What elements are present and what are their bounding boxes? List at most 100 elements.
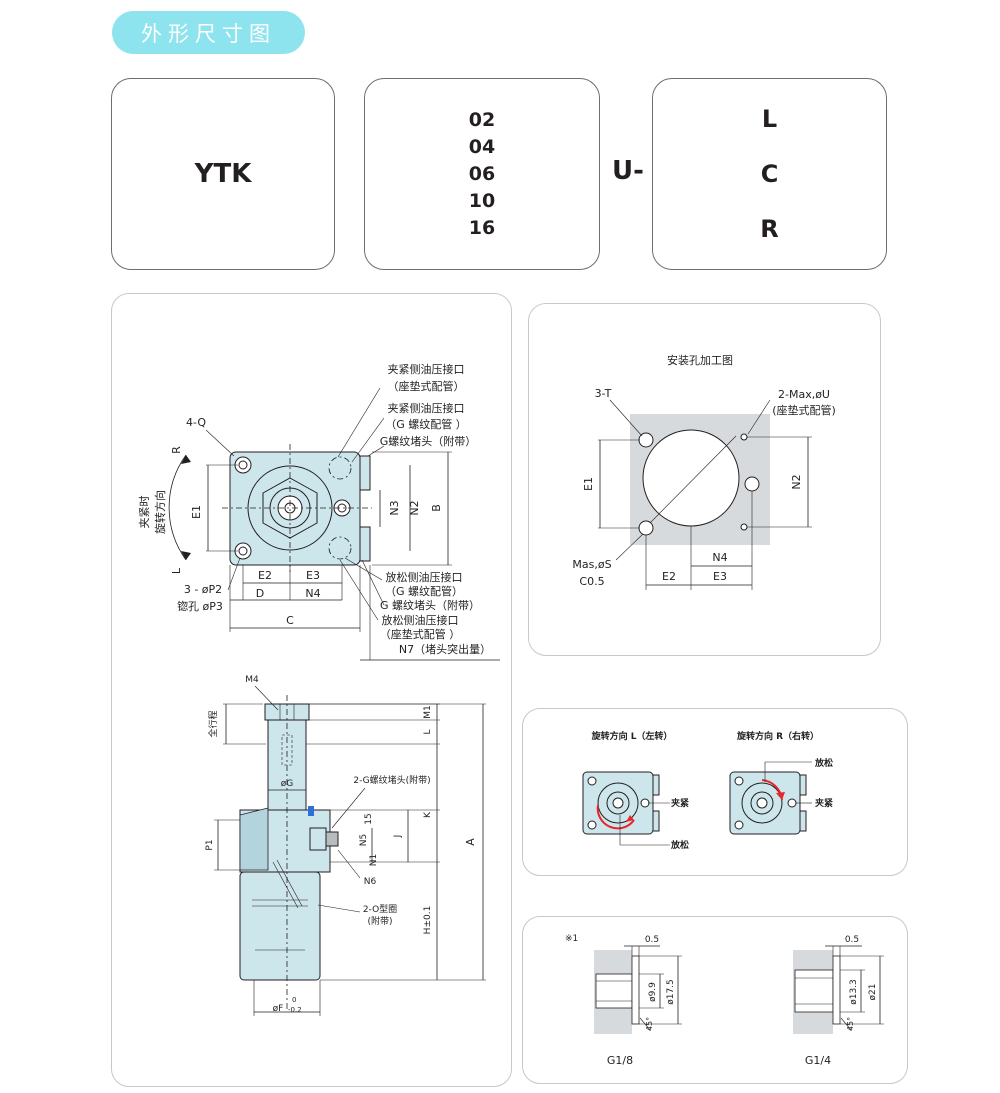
rotation-left-clamp: 夹紧	[671, 797, 689, 809]
dim-n2: N2	[408, 500, 421, 515]
pad-port	[740, 433, 748, 441]
mh-dim-e2: E2	[662, 570, 676, 583]
g14-d2: ø21	[868, 984, 878, 1001]
dim-f-tol-upper: 0	[292, 996, 296, 1004]
blue-port-plug	[308, 806, 314, 816]
label-clamp-port-thread: 夹紧侧油压接口	[388, 401, 465, 415]
dim-h: H±0.1	[423, 906, 433, 935]
dim-full-stroke: 全行程	[207, 710, 219, 737]
dim-n7: N7（堵头突出量）	[399, 642, 491, 656]
mount-tap	[638, 520, 654, 536]
option-code: C	[760, 159, 779, 188]
g18-d2: ø17.5	[666, 979, 676, 1005]
port-boss	[359, 455, 371, 491]
dim-e1: E1	[190, 505, 203, 519]
port-note: ※1	[565, 934, 578, 944]
option-code: R	[760, 214, 779, 243]
rotation-left-release: 放松	[670, 839, 689, 851]
dim-j: J	[393, 835, 403, 839]
dim-n5: N5	[359, 834, 369, 846]
label-g-plug: G螺纹堵头（附带）	[380, 434, 477, 448]
dim-n3: N3	[388, 500, 401, 515]
mh-label-u: 2-Max,øU	[778, 388, 830, 401]
label-p2: 3 - øP2	[184, 583, 222, 596]
size-code: 04	[468, 135, 496, 158]
section-title: 外形尺寸图	[112, 11, 305, 54]
g18-gap: 0.5	[645, 935, 659, 945]
side-plug	[325, 831, 339, 847]
label-l: L	[170, 567, 183, 574]
rotation-right-title: 旋转方向 R（右转）	[736, 730, 819, 742]
g14-angle: 45°	[846, 1017, 855, 1031]
bore-circle	[642, 429, 740, 527]
rotation-left-diagram	[582, 771, 670, 846]
side-port	[309, 827, 327, 851]
label-release-port-thread-sub: （G 螺纹配管）	[385, 584, 463, 598]
label-rotation-2: 旋转方向	[153, 490, 167, 534]
g14-name: G1/4	[805, 1054, 831, 1067]
mh-dim-n2: N2	[790, 474, 803, 489]
size-code: 10	[468, 189, 496, 212]
label-rotation-1: 夹紧时	[138, 496, 151, 529]
rotation-arc	[168, 454, 187, 561]
g18-name: G1/8	[607, 1054, 633, 1067]
dim-f: øF	[273, 1004, 284, 1014]
port-boss	[359, 526, 371, 562]
option-box: L C R	[652, 78, 887, 270]
series-box: YTK	[111, 78, 335, 270]
label-m4: M4	[245, 675, 259, 685]
option-code: L	[761, 104, 778, 133]
rotation-right-release: 放松	[814, 757, 833, 769]
label-n6: N6	[364, 877, 377, 887]
label-release-port-pad-sub: （座垫式配管 ）	[380, 627, 461, 641]
label-o-ring: 2-O型圈	[363, 904, 397, 915]
port-detail-panel	[522, 916, 908, 1084]
mh-dim-n4: N4	[712, 551, 727, 564]
mh-dim-e1: E1	[582, 477, 595, 491]
series-code: YTK	[194, 159, 252, 189]
dim-n4: N4	[305, 587, 320, 600]
port-hidden	[328, 536, 352, 560]
code-separator: U-	[612, 156, 644, 186]
label-g-plug-2: G 螺纹堵头（附带）	[380, 598, 480, 612]
dim-e3: E3	[306, 569, 320, 582]
size-code: 02	[468, 108, 496, 131]
rotation-left-title: 旋转方向 L（左转）	[591, 730, 673, 742]
label-q: 4-Q	[186, 416, 206, 429]
dim-n5-small: 15	[364, 813, 374, 824]
dim-b: B	[430, 504, 443, 512]
label-clamp-port-pad-sub: （座垫式配管）	[388, 379, 465, 393]
rotation-right-clamp: 夹紧	[815, 797, 833, 809]
mh-label-u-sub: (座垫式配管)	[772, 403, 836, 417]
g14-d1: ø13.3	[849, 979, 859, 1005]
size-box: 02 04 06 10 16	[364, 78, 600, 270]
g18-d1: ø9.9	[648, 982, 658, 1002]
label-clamp-port-pad: 夹紧侧油压接口	[388, 362, 465, 376]
label-clamp-port-thread-sub: （G 螺纹配管 ）	[385, 417, 467, 431]
mh-dim-e3: E3	[713, 570, 727, 583]
label-p3: 锪孔 øP3	[177, 600, 223, 613]
mh-label-c05: C0.5	[579, 575, 604, 588]
label-release-port-thread: 放松侧油压接口	[386, 570, 463, 584]
dim-k: K	[423, 811, 433, 818]
size-code: 06	[468, 162, 496, 185]
label-o-ring-sub: (附带)	[367, 915, 392, 927]
dim-d: D	[256, 587, 264, 600]
dim-c: C	[286, 614, 294, 627]
dim-f-tol-lower: -0.2	[288, 1006, 302, 1014]
dim-e2: E2	[258, 569, 272, 582]
rotation-right-diagram	[729, 761, 812, 835]
mounting-hole-title: 安装孔加工图	[667, 353, 733, 367]
pad-port	[740, 523, 748, 531]
dim-m1: M1	[423, 705, 433, 719]
label-g-plug-side: 2-G螺纹堵头(附带)	[353, 774, 430, 786]
dim-l: L	[423, 729, 433, 734]
port-g14	[793, 945, 884, 1034]
g14-gap: 0.5	[845, 935, 859, 945]
label-release-port-pad: 放松侧油压接口	[382, 613, 459, 627]
dim-n1: N1	[369, 854, 379, 866]
label-r: R	[170, 446, 183, 454]
size-code: 16	[468, 216, 496, 239]
dim-g: øG	[281, 779, 294, 789]
